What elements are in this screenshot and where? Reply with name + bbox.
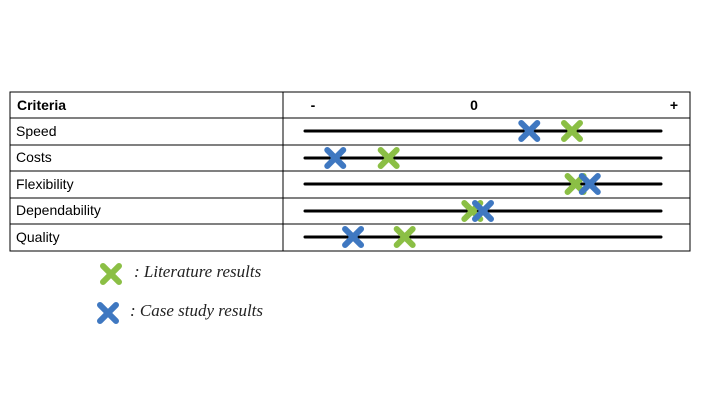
header-plus: + [670, 97, 678, 113]
row-label-flexibility: Flexibility [16, 176, 74, 192]
literature-marker [377, 147, 400, 169]
case-study-marker [324, 147, 347, 169]
header-minus: - [311, 97, 316, 113]
table-grid [9, 91, 691, 252]
legend-literature-label: : Literature results [134, 262, 262, 281]
legend-case-study-marker [97, 302, 119, 324]
case-study-marker [472, 200, 494, 222]
table-header: Criteria - 0 + [17, 97, 678, 113]
legend-case-study-label: : Case study results [130, 301, 263, 320]
row-label-speed: Speed [16, 123, 56, 139]
row-labels: Speed Costs Flexibility Dependability Qu… [16, 123, 101, 245]
row-label-quality: Quality [16, 229, 60, 245]
header-zero: 0 [470, 97, 478, 113]
scale-rows [303, 120, 663, 248]
case-study-marker [578, 173, 601, 195]
case-study-x-icon [97, 302, 119, 324]
legend: : Literature results : Case study result… [97, 262, 263, 324]
legend-literature-marker [100, 263, 122, 285]
row-label-dependability: Dependability [16, 202, 101, 218]
literature-x-icon [100, 263, 122, 285]
case-study-marker [518, 120, 541, 142]
literature-marker [393, 226, 416, 248]
literature-marker [561, 120, 583, 142]
row-label-costs: Costs [16, 149, 52, 165]
case-study-marker [342, 226, 365, 248]
header-criteria: Criteria [17, 97, 66, 113]
